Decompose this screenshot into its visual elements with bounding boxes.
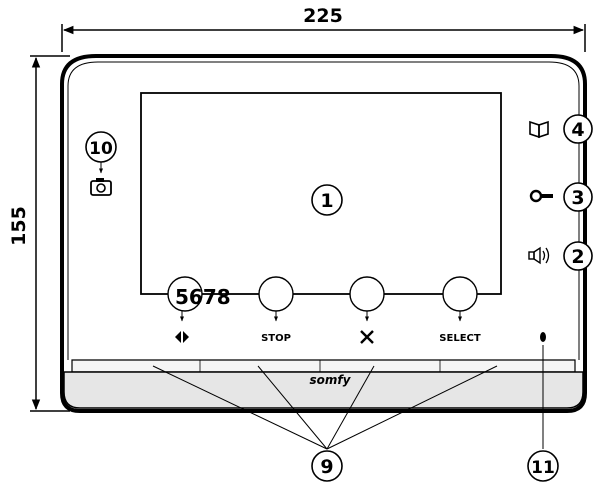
speaker-row: 2 xyxy=(528,241,593,271)
svg-text:1: 1 xyxy=(320,190,333,212)
speaker-icon xyxy=(528,246,550,265)
book-icon xyxy=(529,120,549,139)
callout-2: 2 xyxy=(571,246,584,268)
key-row: 3 xyxy=(529,182,593,212)
cross-button[interactable] xyxy=(349,276,385,312)
led-indicator xyxy=(540,332,546,342)
button-number-8: 8 xyxy=(217,285,231,309)
svg-text:5678: 5678 xyxy=(175,285,231,309)
callout-1: 1 xyxy=(311,184,343,216)
button-1[interactable] xyxy=(167,276,203,312)
book-row: 4 xyxy=(529,114,593,144)
key-icon xyxy=(529,189,553,203)
callout-4: 4 xyxy=(571,119,584,141)
bottom-strip: somfy xyxy=(63,359,584,409)
callout-11-label: 11 xyxy=(531,458,555,478)
camera-icon xyxy=(90,178,112,196)
brand-logo: somfy xyxy=(310,373,352,387)
select-button[interactable] xyxy=(442,276,478,312)
button-number-6: 6 xyxy=(189,285,203,309)
camera-row: 10 xyxy=(85,131,117,196)
width-dimension: 225 xyxy=(61,5,586,52)
callout-9: 9 xyxy=(152,365,498,482)
callout-11: 11 xyxy=(527,345,559,482)
arrows-icon xyxy=(175,331,189,343)
height-dimension: 155 xyxy=(8,55,70,412)
button-number-5: 5 xyxy=(175,285,189,309)
touch-buttons: 5678 STOP SELECT xyxy=(167,276,481,344)
callout-3: 3 xyxy=(571,187,584,209)
height-label: 155 xyxy=(8,206,30,246)
callout-10: 10 xyxy=(89,139,113,159)
cross-icon xyxy=(360,330,374,344)
select-label: SELECT xyxy=(439,333,481,344)
button-number-7: 7 xyxy=(203,285,217,309)
stop-label: STOP xyxy=(261,333,291,344)
width-label: 225 xyxy=(303,5,343,27)
callout-9-label: 9 xyxy=(320,456,333,478)
stop-button[interactable] xyxy=(258,276,294,312)
